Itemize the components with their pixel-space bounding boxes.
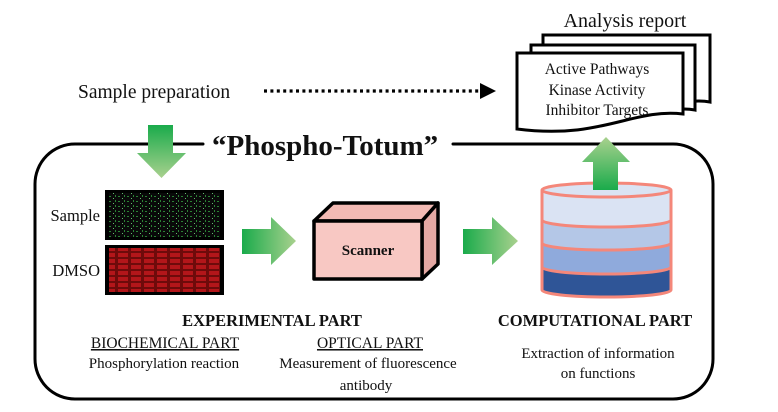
- cylinder-layer-3: [542, 243, 671, 275]
- cylinder-layer-1: [542, 190, 671, 228]
- optical-part-description: Measurement of fluorescence: [279, 356, 457, 372]
- biochemical-part-title: BIOCHEMICAL PART: [91, 335, 240, 352]
- phospho-totum-frame: [33, 142, 715, 401]
- report-page-front: [515, 51, 685, 133]
- pipeline-title: “Phospho-Totum”: [212, 130, 438, 162]
- report-item: Inhibitor Targets: [546, 102, 649, 119]
- dotted-arrow-to-report: [264, 83, 496, 99]
- arrow-down-icon: [137, 125, 186, 178]
- computational-part-title: COMPUTATIONAL PART: [498, 311, 692, 330]
- optical-part-description: antibody: [340, 378, 393, 394]
- computational-part-description: on functions: [561, 366, 636, 382]
- cylinder-divider: [540, 219, 673, 229]
- arrow-up-icon: [582, 137, 630, 190]
- cylinder-outline: [540, 190, 673, 299]
- experimental-part-title: EXPERIMENTAL PART: [182, 311, 362, 330]
- dotted-arrow-head-icon: [480, 83, 496, 99]
- computational-part-description: Extraction of information: [521, 346, 675, 362]
- scanner-label: Scanner: [342, 243, 395, 259]
- arrow-right-icon: [242, 217, 296, 265]
- arrow-right-icon: [463, 217, 518, 265]
- database-cylinder-icon: [540, 181, 673, 299]
- sample-array-label: Sample: [51, 206, 101, 225]
- report-item: Active Pathways: [545, 61, 650, 78]
- scanner-top-face: [312, 201, 440, 223]
- report-item: Kinase Activity: [549, 82, 646, 99]
- scanner-front-face: [312, 219, 424, 281]
- cylinder-divider: [540, 266, 673, 276]
- cylinder-divider: [540, 242, 673, 252]
- biochemical-part-description: Phosphorylation reaction: [89, 356, 240, 372]
- optical-part-title: OPTICAL PART: [317, 335, 424, 352]
- sample-preparation-label: Sample preparation: [78, 82, 230, 103]
- scanner-box-icon: Scanner: [312, 201, 440, 281]
- dmso-array-label: DMSO: [52, 261, 100, 280]
- analysis-report-title: Analysis report: [564, 10, 687, 32]
- analysis-report-document-icon: Active Pathways Kinase Activity Inhibito…: [515, 33, 712, 133]
- sample-array-image: [105, 190, 224, 240]
- dmso-array-image: [105, 245, 224, 295]
